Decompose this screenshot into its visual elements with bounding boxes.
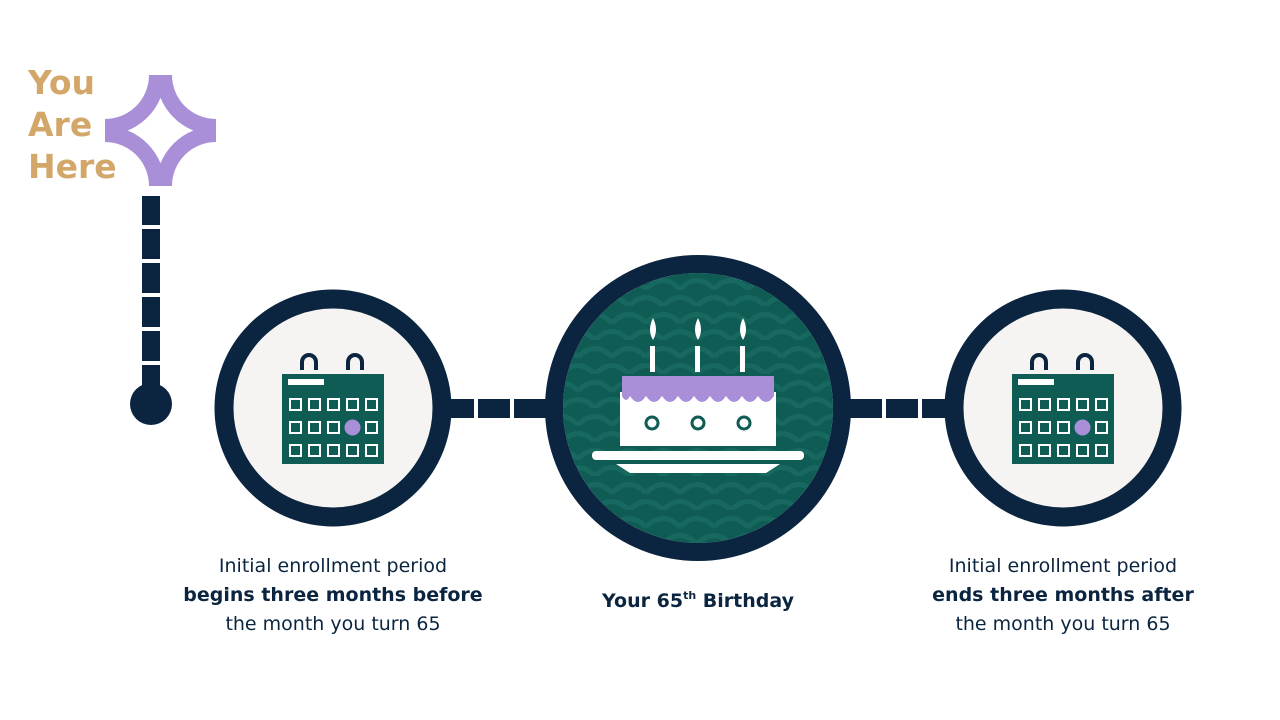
step-end-circle: [944, 289, 1182, 527]
step-start-caption: Initial enrollment period begins three m…: [152, 552, 514, 639]
connector-right: [836, 399, 956, 418]
step-end-caption: Initial enrollment period ends three mon…: [882, 552, 1244, 639]
you-are-here-line-3: Here: [28, 147, 117, 186]
step-end-line-1: Initial enrollment period: [948, 555, 1178, 577]
you-are-here-line-1: You: [28, 63, 96, 102]
birthday-label-suffix: Birthday: [696, 590, 794, 612]
calendar-icon: [1012, 353, 1114, 464]
step-start-line-2: begins three months before: [183, 584, 483, 606]
step-start-line-1: Initial enrollment period: [218, 555, 448, 577]
step-start-circle: [214, 289, 452, 527]
step-start-line-3: the month you turn 65: [225, 613, 441, 635]
birthday-label-prefix: Your 65: [602, 590, 684, 612]
you-are-here-label: You Are Here: [28, 62, 117, 188]
calendar-icon: [282, 353, 384, 464]
sparkle-icon: [104, 74, 217, 187]
connector-left: [440, 399, 560, 418]
step-birthday-caption: Your 65th Birthday: [548, 581, 848, 616]
step-end-line-3: the month you turn 65: [955, 613, 1171, 635]
you-are-here-pointer: [130, 196, 172, 425]
step-end-line-2: ends three months after: [932, 584, 1194, 606]
step-birthday-circle: [545, 255, 851, 561]
birthday-cake-icon: [592, 318, 804, 473]
you-are-here-line-2: Are: [28, 105, 93, 144]
birthday-label-sup: th: [683, 589, 697, 602]
